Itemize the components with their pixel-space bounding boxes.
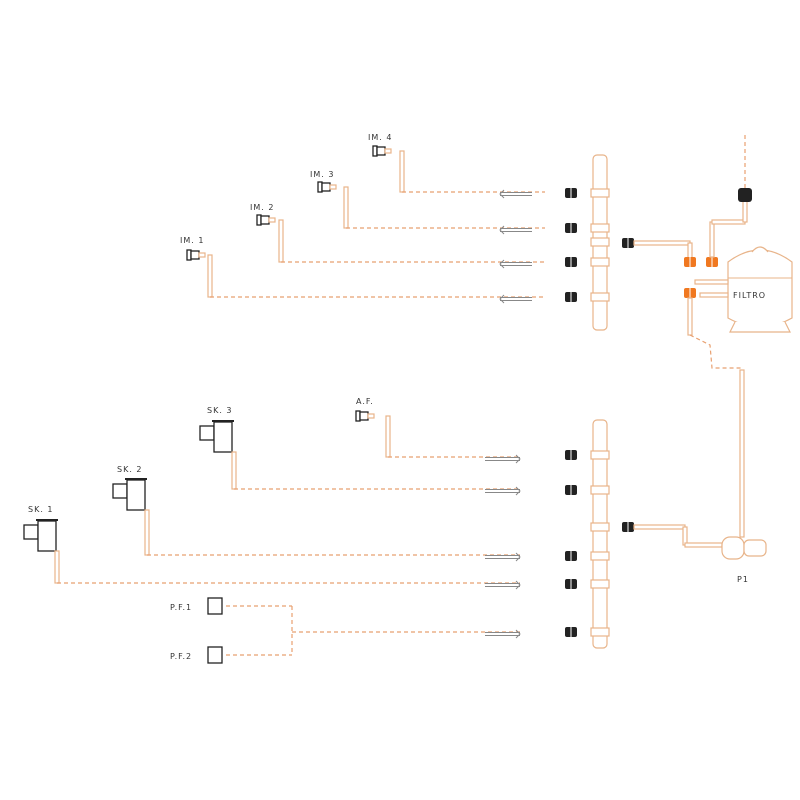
label-im3: IM. 3 — [310, 170, 334, 179]
pipe — [268, 217, 276, 223]
pipe — [709, 221, 715, 258]
skimmer-icon — [213, 421, 233, 453]
inlet-nozzle-icon — [321, 182, 331, 192]
skimmer-icon — [126, 479, 146, 511]
pipe — [633, 240, 691, 246]
pipe — [278, 219, 284, 263]
flow-arrow — [515, 552, 521, 562]
inlet-nozzle-icon — [376, 146, 386, 156]
check-valve-icon — [738, 188, 752, 202]
label-p1: P1 — [737, 575, 749, 584]
pipe — [682, 526, 688, 546]
pipe — [343, 186, 349, 229]
manifold-collar — [590, 292, 610, 302]
label-pf2: P.F.2 — [170, 652, 192, 661]
skimmer-icon — [199, 425, 215, 441]
flow-arrow — [499, 259, 505, 269]
manifold-collar — [590, 522, 610, 532]
filter-cap-icon — [751, 246, 769, 253]
manifold-collar — [590, 579, 610, 589]
inlet-nozzle-icon — [359, 411, 369, 421]
flow-arrow — [499, 225, 505, 235]
manifold-collar — [590, 627, 610, 637]
label-pf1: P.F.1 — [170, 603, 192, 612]
manifold-collar — [590, 237, 610, 247]
pipe — [198, 252, 206, 258]
inlet-nozzle-icon — [260, 215, 270, 225]
suction-manifold — [592, 419, 608, 649]
manifold-collar — [590, 223, 610, 233]
manifold-collar — [590, 450, 610, 460]
skimmer-icon — [112, 483, 128, 499]
pipe — [399, 150, 405, 193]
skimmer-icon — [37, 520, 57, 552]
pipe — [699, 292, 729, 298]
pipe — [633, 524, 686, 530]
diagram-shapes — [23, 135, 793, 664]
manifold-collar — [590, 188, 610, 198]
label-sk1: SK. 1 — [28, 505, 54, 514]
pipe — [711, 219, 746, 225]
label-im2: IM. 2 — [250, 203, 274, 212]
label-filtro: FILTRO — [733, 291, 766, 300]
label-im4: IM. 4 — [368, 133, 392, 142]
filter-base-icon — [729, 321, 791, 333]
label-af: A.F. — [356, 397, 374, 406]
floor-drain-icon — [207, 646, 223, 664]
label-sk3: SK. 3 — [207, 406, 233, 415]
pipe — [739, 369, 745, 538]
pipe — [144, 509, 150, 556]
pump-icon — [721, 536, 745, 560]
inlet-nozzle-icon — [190, 250, 200, 260]
pump-motor-icon — [743, 539, 767, 557]
pipe — [367, 413, 375, 419]
flow-arrow — [515, 486, 521, 496]
pipe — [384, 148, 392, 154]
flow-arrow — [515, 580, 521, 590]
flow-arrow — [499, 189, 505, 199]
floor-drain-icon — [207, 597, 223, 615]
label-sk2: SK. 2 — [117, 465, 143, 474]
pipe — [207, 254, 213, 298]
skimmer-icon — [23, 524, 39, 540]
flow-arrow — [515, 454, 521, 464]
pipe — [231, 451, 237, 490]
pipe — [687, 297, 693, 336]
flow-arrow — [499, 294, 505, 304]
pipe — [385, 415, 391, 458]
pipe — [694, 279, 729, 285]
pipe — [684, 542, 723, 548]
manifold-collar — [590, 257, 610, 267]
flow-arrow — [515, 629, 521, 639]
pipe — [54, 550, 60, 584]
manifold-collar — [590, 485, 610, 495]
label-im1: IM. 1 — [180, 236, 204, 245]
manifold-collar — [590, 551, 610, 561]
pipe — [329, 184, 337, 190]
filter-tank-icon — [727, 249, 793, 328]
dashed-pipe — [689, 334, 742, 369]
